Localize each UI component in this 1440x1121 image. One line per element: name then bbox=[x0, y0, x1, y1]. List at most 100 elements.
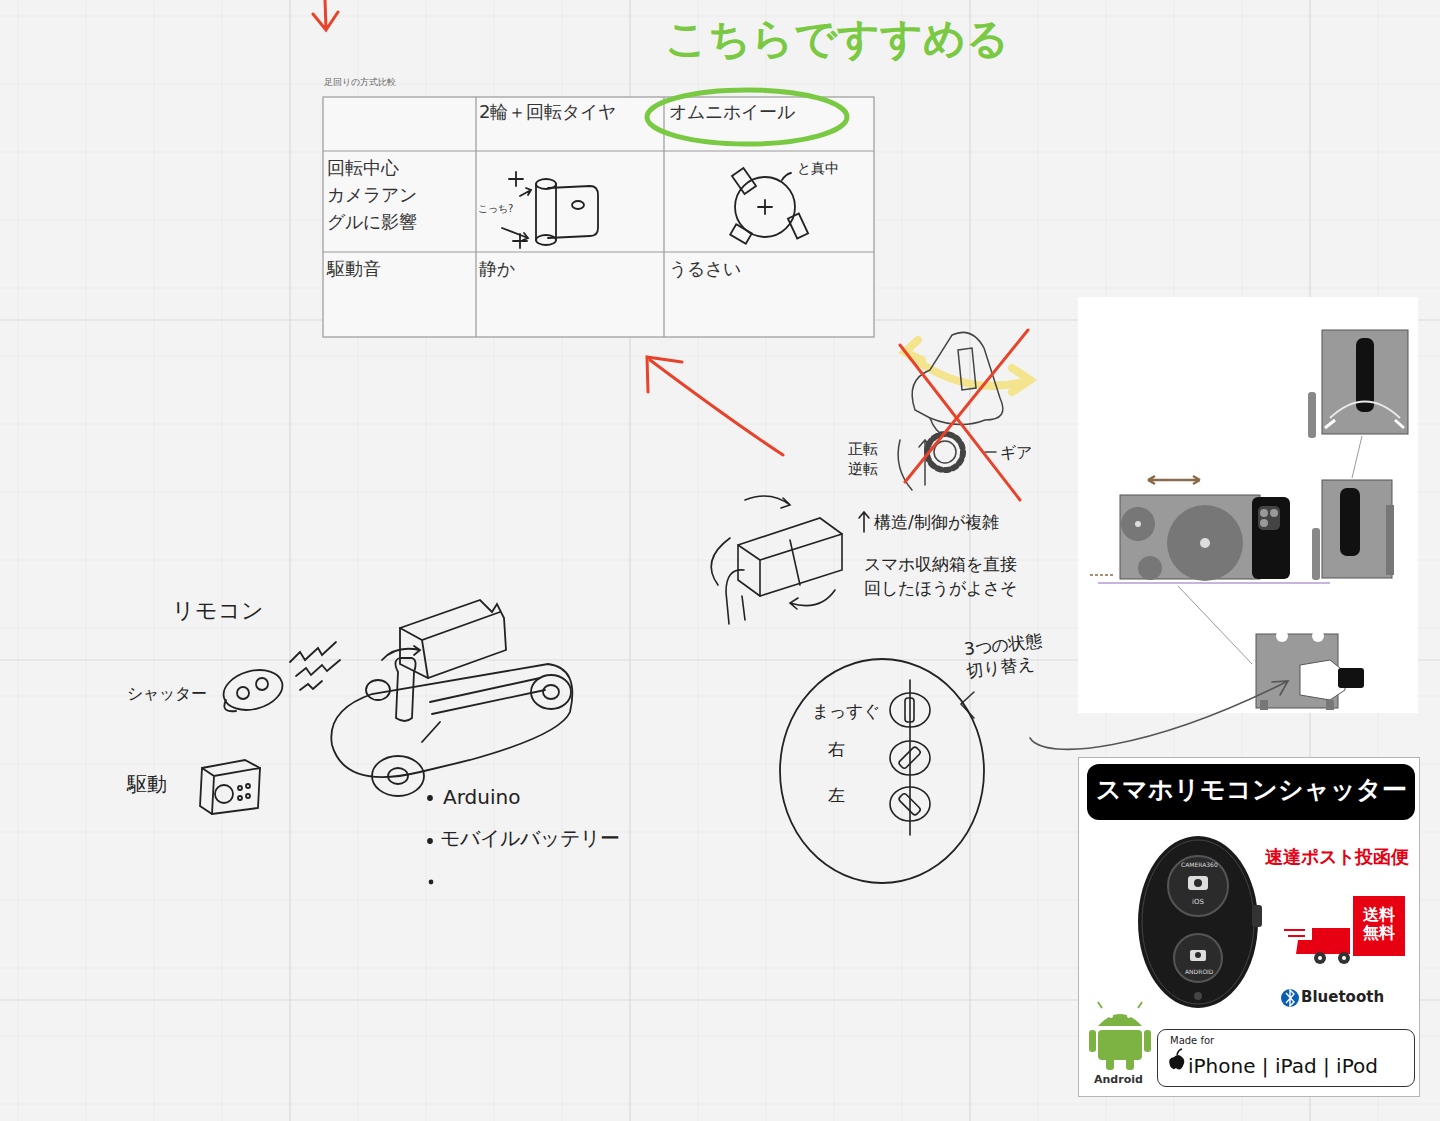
table-header: 2輪＋回転タイヤ bbox=[479, 101, 616, 123]
part-name: シャッター bbox=[127, 684, 207, 703]
mechanism-image bbox=[1340, 488, 1360, 556]
grid bbox=[0, 84, 1440, 85]
mechanism-image bbox=[1178, 586, 1252, 664]
robot-car-sketch bbox=[428, 839, 432, 843]
drive-box-sketch bbox=[246, 784, 250, 788]
product-ad-art bbox=[1284, 930, 1305, 936]
table-cell: 回転中心 カメラアングルに影響 bbox=[327, 154, 419, 235]
remote-sketch bbox=[219, 664, 287, 716]
bracket-and-leader bbox=[961, 681, 1288, 749]
sketch-note: 正転 逆転 bbox=[848, 440, 882, 479]
product-ad-art bbox=[1168, 856, 1228, 916]
state-switch-icons bbox=[890, 741, 930, 775]
product-ad-art bbox=[1190, 950, 1206, 961]
product-ad-art bbox=[1281, 989, 1299, 1007]
part-name: 駆動 bbox=[127, 772, 167, 796]
product-ad-art bbox=[1318, 956, 1322, 960]
mechanism-image bbox=[1090, 574, 1114, 576]
state-switch-icons bbox=[890, 787, 930, 821]
state-switch-icons bbox=[898, 793, 921, 816]
product-ad-art bbox=[1194, 992, 1202, 1000]
product-ad-art bbox=[1078, 757, 1420, 1097]
grid bbox=[290, 0, 291, 1121]
remote-sketch bbox=[219, 642, 340, 716]
mechanism-image bbox=[1326, 700, 1334, 710]
comparison-table bbox=[323, 97, 874, 337]
comparison-table bbox=[323, 150, 874, 151]
button-print: CAMERA360 bbox=[1181, 861, 1218, 868]
omni-wheel-sketch bbox=[758, 200, 772, 214]
mechanism-image bbox=[1252, 497, 1290, 579]
bracket-and-leader bbox=[1272, 681, 1288, 695]
remote-sketch bbox=[290, 642, 336, 662]
product-ad-art bbox=[1312, 928, 1350, 954]
mechanism-image bbox=[1260, 700, 1268, 710]
mechanism-image bbox=[1260, 519, 1268, 527]
grid bbox=[289, 0, 290, 1121]
up-arrow bbox=[859, 512, 869, 532]
rotating-box-sketch bbox=[790, 540, 800, 585]
robot-car-sketch bbox=[366, 680, 390, 700]
mechanism-image bbox=[1338, 668, 1364, 688]
mechanism-image bbox=[1148, 476, 1200, 484]
yellow-arrow bbox=[905, 340, 1030, 392]
two-wheel-sketch bbox=[502, 172, 598, 248]
up-arrow bbox=[859, 512, 869, 532]
remote-sketch bbox=[224, 700, 236, 711]
state-switch-icons bbox=[898, 746, 921, 769]
gear-mechanism-sketch bbox=[985, 451, 996, 453]
node-text: まっすぐ bbox=[812, 701, 880, 721]
mechanism-image bbox=[1270, 509, 1278, 517]
gear-mechanism-sketch bbox=[958, 348, 976, 390]
omni-wheel-sketch bbox=[730, 224, 752, 243]
robot-car-sketch bbox=[372, 756, 424, 796]
node-text: Made for bbox=[1170, 1035, 1214, 1047]
rotating-box-sketch bbox=[745, 496, 790, 508]
rotating-box-sketch bbox=[711, 538, 730, 585]
circle-outline bbox=[780, 659, 984, 883]
part-name: リモコン bbox=[172, 598, 264, 624]
rotating-box-sketch bbox=[726, 570, 745, 624]
product-ad-art bbox=[1078, 757, 1420, 1097]
cross-out bbox=[900, 330, 1028, 500]
remote-sketch bbox=[256, 678, 268, 690]
node-text: 左 bbox=[828, 785, 845, 805]
comparison-table bbox=[323, 97, 874, 337]
product-ad-art bbox=[1342, 956, 1346, 960]
mechanism-image bbox=[1322, 480, 1392, 578]
product-ad-art bbox=[1144, 1030, 1151, 1052]
product-ad-art bbox=[1188, 876, 1208, 890]
part-name: Arduino bbox=[443, 785, 520, 809]
product-ad-art bbox=[1138, 836, 1258, 1008]
robot-car-sketch bbox=[395, 658, 415, 721]
sketch-note: 構造/制御が複雑 bbox=[874, 512, 999, 532]
sketch-note: こっち? bbox=[478, 203, 513, 215]
bracket-and-leader bbox=[961, 692, 974, 718]
table-cell: 駆動音 bbox=[327, 258, 381, 280]
product-ad-art bbox=[1177, 1049, 1182, 1055]
robot-car-sketch bbox=[422, 678, 545, 742]
node-text: スマホリモコンシャッター bbox=[1087, 775, 1415, 805]
remote-sketch bbox=[296, 660, 340, 676]
product-ad-art bbox=[1338, 952, 1350, 964]
state-switch-icons bbox=[890, 693, 930, 727]
robot-car-sketch bbox=[543, 685, 559, 699]
product-ad-art bbox=[1098, 1002, 1142, 1008]
mechanism-image bbox=[1098, 582, 1330, 584]
part-name: モバイルバッテリー bbox=[440, 826, 620, 850]
node-text: 送料 無料 bbox=[1361, 906, 1397, 943]
mechanism-image bbox=[1260, 509, 1268, 517]
mechanism-image bbox=[1135, 521, 1141, 527]
product-ad-art bbox=[1252, 905, 1262, 927]
sketch-note: と真中 bbox=[797, 160, 839, 177]
button-print: iOS bbox=[1192, 898, 1204, 906]
drive-box-sketch bbox=[200, 760, 260, 814]
comparison-table bbox=[475, 97, 476, 337]
product-ad-art bbox=[1089, 1030, 1096, 1052]
remote-sketch bbox=[300, 681, 322, 690]
red-arrow bbox=[313, 0, 338, 30]
state-circle: まっすぐ右左 bbox=[778, 657, 986, 885]
mechanism-image bbox=[1078, 297, 1418, 713]
